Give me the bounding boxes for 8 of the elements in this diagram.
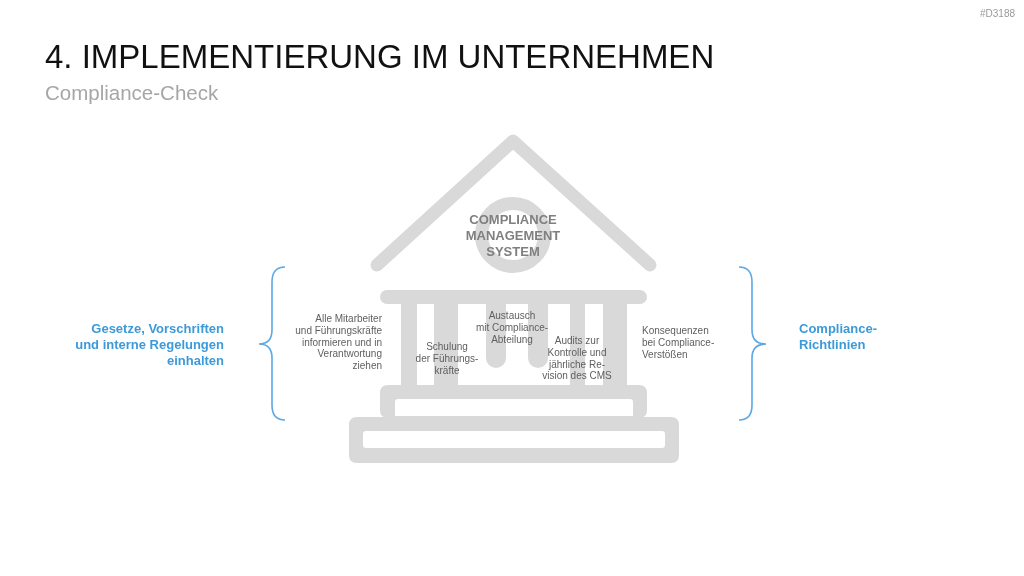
side-heading: Gesetze, Vorschriften und interne Regelungen einhalten	[75, 321, 224, 369]
side-heading: Compliance- Richtlinien	[799, 321, 877, 353]
reference-code: #D3188	[979, 8, 1015, 20]
column-caption: Alle Mitarbeiter und Führungskräfte informieren und in Verantwortung ziehen	[295, 313, 382, 372]
slide-subtitle: Compliance-Check	[45, 81, 219, 105]
roof-heading: COMPLIANCE MANAGEMENT SYSTEM	[465, 212, 561, 260]
slide-title: 4. IMPLEMENTIERUNG IM UNTERNEHMEN	[45, 38, 715, 76]
column-caption: Konsequenzen bei Compliance- Verstößen	[642, 325, 715, 361]
